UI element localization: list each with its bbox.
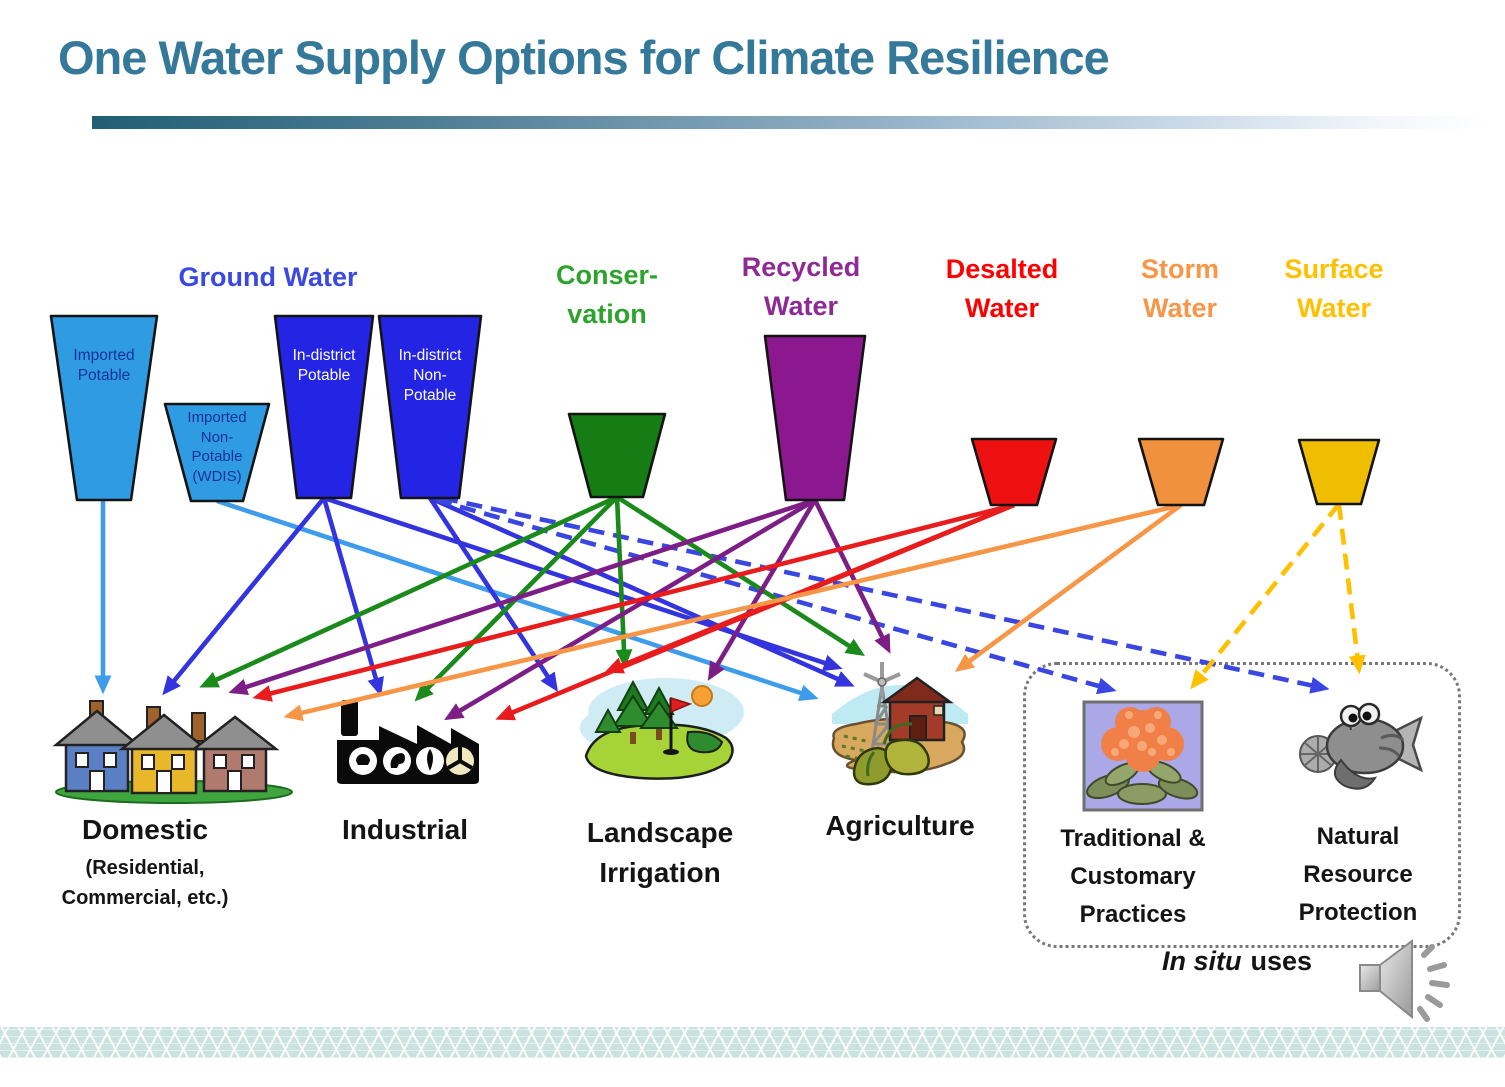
dest-label-landscape-irrigation: Landscape Irrigation [586,817,734,888]
funnel-in_district_non_potable [377,314,483,500]
arrow-recycled_water-to-agriculture [812,498,891,654]
funnel-label-imported-potable: Imported Potable [73,347,135,385]
source-label-desalted-water: Desalted Water [945,254,1059,324]
arrow-desalted_water-to-landscape_irrigation [604,502,1015,674]
arrow-conservation-to-domestic [199,494,618,688]
page-title: One Water Supply Options for Climate Res… [58,31,1110,84]
funnel-in_district_potable [273,314,375,500]
dest-label-agriculture: Agriculture [825,810,975,841]
source-label-conservation: Conser- vation [555,260,659,330]
arrow-conservation-to-industrial [414,495,619,702]
funnel-recycled_water [763,334,867,502]
source-label-surface-water: Surface Water [1284,254,1384,324]
arrow-in_district_potable-to-agriculture [323,495,843,672]
arrow-in_district_non_potable-to-landscape_irrigation [428,496,559,693]
agriculture-farm-image [826,652,974,790]
arrow-imported_non_potable_wdis-to-agriculture [216,498,819,702]
natural-resource-fish-image [1293,690,1423,792]
arrow-conservation-to-landscape_irrigation [614,496,633,669]
arrow-surface_water-to-traditional_customary [1190,502,1341,690]
arrow-recycled_water-to-landscape_irrigation [707,498,817,681]
dest-sublabel-domestic: (Residential, Commercial, etc.) [61,857,229,909]
speaker-icon[interactable] [1352,935,1462,1025]
dest-label-natural-resource: Natural Resource Protection [1298,823,1418,926]
landscape-golf-image [578,670,746,792]
funnel-imported_potable [49,314,159,502]
domestic-houses-image [52,693,297,805]
funnel-conservation [567,412,667,499]
industrial-factory-image [333,698,483,790]
funnel-surface_water [1297,438,1381,506]
arrow-storm_water-to-agriculture [954,503,1183,672]
decorative-border [0,1027,1505,1058]
in-situ-italic-text: In situ [1161,946,1242,976]
source-label-storm-water: Storm Water [1140,254,1220,324]
funnel-desalted_water [970,437,1058,507]
dest-label-traditional-customary: Traditional & Customary Practices [1060,825,1206,928]
arrow-in_district_potable-to-industrial [321,497,384,697]
arrow-in_district_potable-to-domestic [162,496,326,696]
title-divider [92,116,1488,129]
arrow-conservation-to-agriculture [615,495,865,657]
in-situ-uses-label: In situ uses [1162,946,1312,977]
dest-label-industrial: Industrial [341,814,469,845]
arrow-in_district_non_potable-to-traditional_customary [435,497,1117,695]
funnel-storm_water [1137,437,1225,507]
dest-label-domestic: Domestic [81,814,209,845]
traditional-flower-image [1082,700,1204,812]
arrow-in_district_non_potable-to-agriculture [429,495,855,687]
funnel-label-in-district-non-potable: In-district Non- Potable [398,347,462,405]
source-label-recycled-water: Recycled Water [741,252,861,322]
arrow-surface_water-to-natural_resource [1336,503,1366,675]
funnel-label-in-district-potable: In-district Potable [292,347,356,385]
funnel-label-imported-non-potable-wdis: Imported Non- Potable (WDIS) [187,409,247,485]
arrow-recycled_water-to-domestic [228,497,816,696]
source-label-ground-water: Ground Water [178,262,358,292]
in-situ-rest-text: uses [1250,946,1313,976]
